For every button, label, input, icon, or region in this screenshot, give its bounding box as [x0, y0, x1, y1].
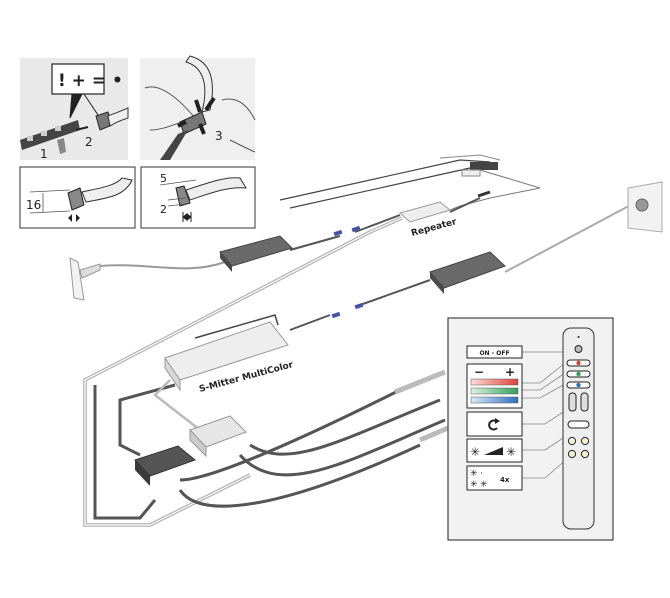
svg-text:·: ·: [480, 469, 483, 479]
driver-box-2: [429, 251, 506, 294]
inset-press-connector: 3: [140, 55, 256, 160]
step-1-label: 1: [40, 147, 48, 161]
pinch-arrow-icon: [182, 212, 192, 222]
dim-height-label: 16: [26, 198, 41, 212]
polarity-symbol: ! + = •: [58, 71, 123, 91]
legend-on-off: [466, 345, 523, 359]
minus-label: −: [474, 365, 484, 379]
dim-width-label: 5: [160, 172, 167, 185]
svg-text:✳: ✳: [480, 480, 488, 490]
speed-button[interactable]: [580, 392, 589, 412]
plus-label: +: [505, 365, 515, 379]
led-strip: [20, 120, 80, 150]
polarity-sign: [51, 63, 105, 95]
scene-button-4[interactable]: [580, 449, 590, 459]
wall-plate-left: [69, 257, 101, 301]
step-2-label: 2: [85, 135, 93, 149]
remote-legend-panel: ON - OFF − + ✳ ✳ ✳· ✳✳ 4x: [447, 317, 614, 541]
multiplier-label: 4x: [500, 476, 510, 484]
legend-scenes: [466, 465, 523, 491]
upper-strip-run: [279, 154, 541, 211]
scene-button-1[interactable]: [567, 436, 577, 446]
plug-connectors: [331, 225, 364, 319]
distributor-dark: [134, 445, 196, 486]
inset-dimension-width: 5 2: [140, 166, 256, 229]
red-gradient-bar: [470, 378, 519, 386]
cables: [83, 197, 641, 527]
step-3-label: 3: [215, 129, 223, 143]
dim-gap-label: 2: [160, 203, 167, 216]
on-off-label: ON - OFF: [479, 350, 509, 357]
inset-dimension-height: 16: [19, 166, 136, 229]
inset-connect-strip: ! + = • 1 2: [20, 58, 129, 161]
cycle-button[interactable]: [568, 392, 577, 412]
cycle-icon: [488, 418, 500, 431]
repeater-label: Repeater: [410, 217, 458, 239]
red-adjust-button[interactable]: [566, 359, 591, 367]
remote-control: [562, 327, 595, 530]
double-arrow-icon: [68, 214, 80, 222]
scene-button-3[interactable]: [567, 449, 577, 459]
dimmer-button[interactable]: [567, 420, 590, 429]
s-mitter-box: [164, 314, 289, 392]
driver-box-1: [219, 235, 293, 272]
svg-text:✳: ✳: [470, 469, 478, 479]
svg-text:✳: ✳: [470, 445, 480, 459]
green-gradient-bar: [470, 387, 519, 395]
scene-sun-icons: ✳· ✳✳: [470, 469, 488, 490]
power-button[interactable]: [574, 345, 583, 353]
blue-adjust-button[interactable]: [566, 381, 591, 389]
svg-text:✳: ✳: [470, 480, 478, 490]
brightness-icon: ✳ ✳: [470, 445, 516, 459]
repeater-box: [398, 201, 452, 223]
green-adjust-button[interactable]: [566, 370, 591, 378]
blue-gradient-bar: [470, 396, 519, 404]
distributor-light: [189, 415, 247, 458]
svg-text:✳: ✳: [506, 445, 516, 459]
legend-color-cycle: [466, 411, 523, 437]
wall-outlet-right: [627, 181, 663, 233]
legend-brightness: [466, 438, 523, 463]
scene-button-2[interactable]: [580, 436, 590, 446]
